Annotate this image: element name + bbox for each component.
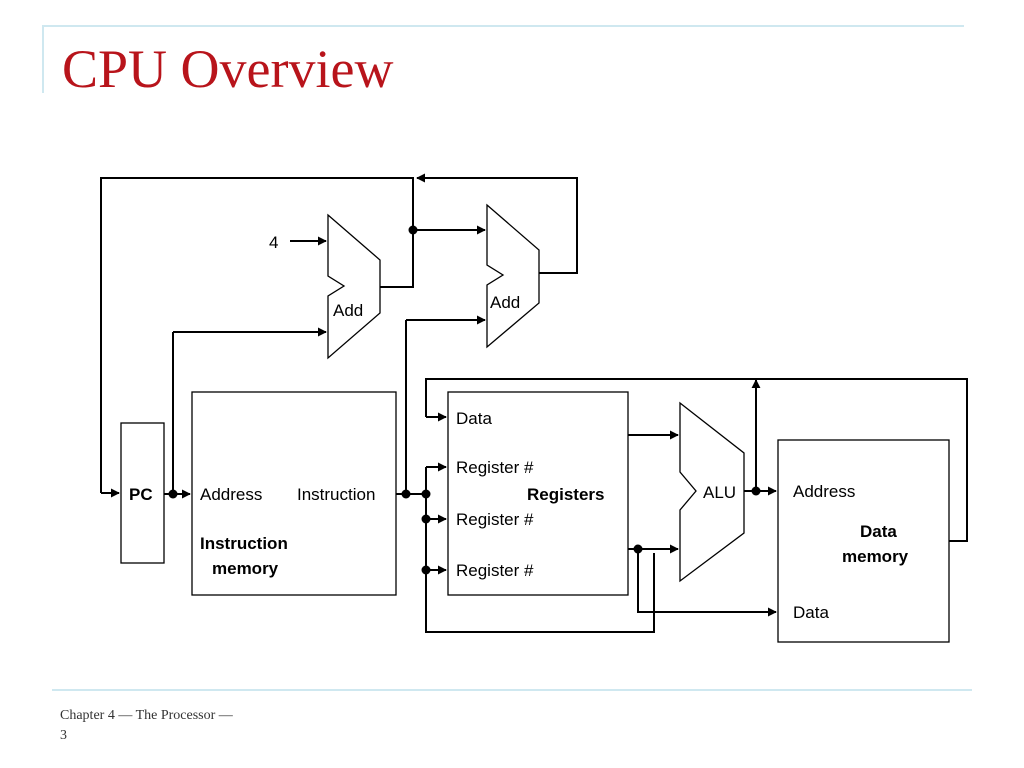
dmem-data-label: Data: [793, 603, 829, 622]
reg-register1-label: Register #: [456, 458, 534, 477]
pc-label: PC: [129, 485, 153, 504]
reg-register2-label: Register #: [456, 510, 534, 529]
imem-instruction-label: Instruction: [297, 485, 375, 504]
dmem-address-label: Address: [793, 482, 855, 501]
adder-1-label: Add: [333, 301, 363, 320]
reg-data-label: Data: [456, 409, 492, 428]
left-rule: [42, 25, 44, 93]
dmem-name-line1: Data: [860, 522, 897, 541]
footer-page-number: 3: [60, 728, 67, 743]
reg-register3-label: Register #: [456, 561, 534, 580]
registers-box: [447, 391, 629, 596]
junction-dots: [168, 225, 761, 575]
adder-1: [327, 213, 381, 360]
imem-address-label: Address: [200, 485, 262, 504]
instruction-memory-box: [191, 391, 397, 596]
dmem-name-line2: memory: [842, 547, 909, 566]
registers-name-label: Registers: [527, 485, 604, 504]
adder-2: [486, 203, 540, 349]
constant-four-label: 4: [269, 233, 278, 252]
slide-footer: Chapter 4 — The Processor — 3: [60, 706, 300, 746]
alu-shape: [679, 401, 745, 583]
alu-label: ALU: [703, 483, 736, 502]
bottom-rule: [52, 689, 972, 691]
footer-chapter-text: Chapter 4 — The Processor —: [60, 708, 233, 723]
top-rule: [42, 25, 964, 27]
data-memory-box: [777, 439, 950, 643]
adder-2-label: Add: [490, 293, 520, 312]
imem-name-line1: Instruction: [200, 534, 288, 553]
imem-name-line2: memory: [212, 559, 279, 578]
pc-register: [120, 422, 165, 564]
slide-title: CPU Overview: [62, 39, 394, 99]
